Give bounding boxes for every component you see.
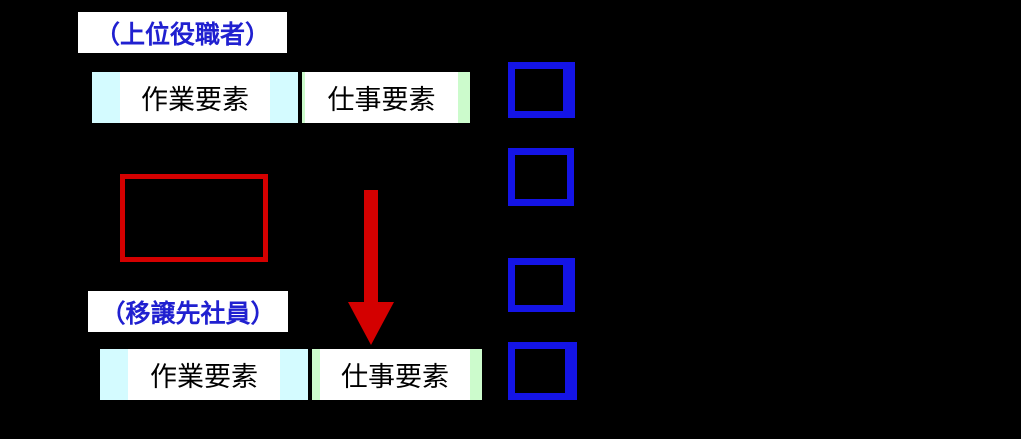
cell-task-upper-label: 作業要素: [120, 72, 270, 123]
cell-divider-upper: [298, 72, 302, 123]
cell-job-upper: 仕事要素: [302, 72, 470, 123]
element-strip-upper: 作業要素 仕事要素: [92, 72, 470, 123]
cell-job-lower-label: 仕事要素: [320, 349, 470, 400]
cell-job-upper-label: 仕事要素: [305, 72, 458, 123]
cell-job-lower: 仕事要素: [312, 349, 482, 400]
blue-square-3: [508, 258, 575, 312]
red-highlight-rectangle: [120, 174, 268, 262]
role-label-upper: （上位役職者）: [78, 12, 287, 53]
role-label-lower: （移譲先社員）: [88, 291, 288, 332]
cell-divider-lower: [308, 349, 312, 400]
element-strip-lower: 作業要素 仕事要素: [100, 349, 482, 400]
cell-task-lower: 作業要素: [100, 349, 308, 400]
blue-square-1: [508, 62, 575, 118]
blue-square-4: [508, 342, 577, 400]
cell-task-upper: 作業要素: [92, 72, 298, 123]
blue-square-2: [508, 148, 574, 206]
downward-delegation-arrow: [348, 190, 394, 345]
cell-task-lower-label: 作業要素: [128, 349, 280, 400]
